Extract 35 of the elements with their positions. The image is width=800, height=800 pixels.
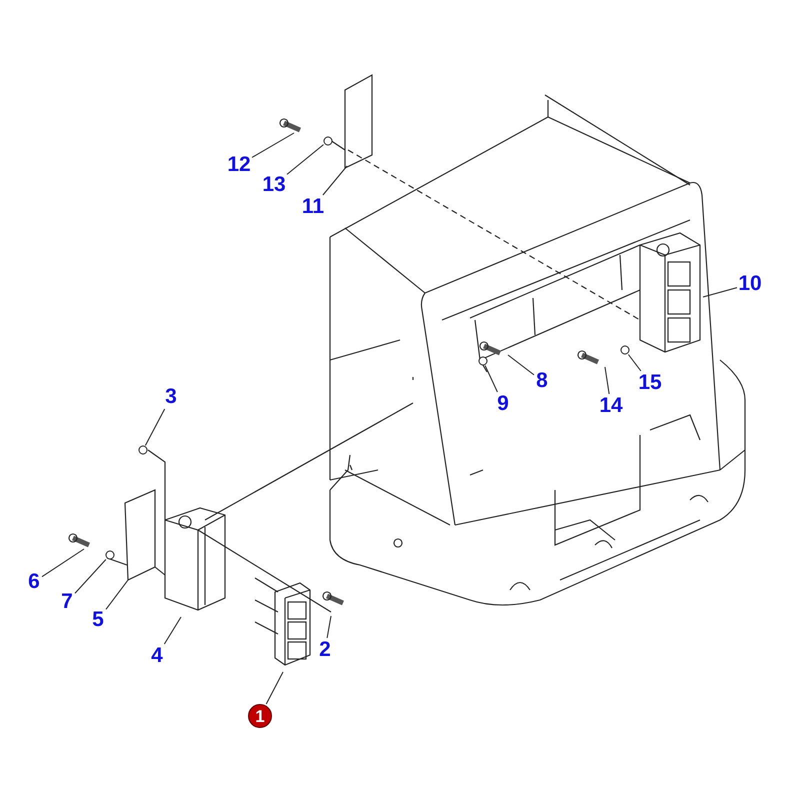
washer <box>478 356 488 366</box>
leader-line <box>106 580 128 610</box>
leader-line <box>628 354 642 372</box>
callout-number: 8 <box>534 369 550 393</box>
leader-line <box>702 287 738 298</box>
leader-line <box>144 408 166 446</box>
callout-number: 7 <box>59 590 75 614</box>
leader-line <box>322 166 348 196</box>
leader-line <box>286 144 324 175</box>
callout-number: 4 <box>149 644 165 668</box>
callout-number: 3 <box>163 385 179 409</box>
callout-number: 5 <box>90 608 106 632</box>
leader-line <box>484 365 498 392</box>
callout-number: 6 <box>26 570 42 594</box>
washer <box>324 136 332 146</box>
callout-number: 12 <box>225 153 253 177</box>
callout-number: 15 <box>636 371 664 395</box>
leader-line <box>326 616 332 638</box>
leader-line <box>164 616 182 644</box>
washer <box>138 446 148 454</box>
callout-number: 1 <box>248 704 272 728</box>
leader-line <box>508 354 534 376</box>
callout-number: 9 <box>495 392 511 416</box>
callout-number: 14 <box>597 394 625 418</box>
washer <box>106 550 114 560</box>
leader-line <box>42 548 84 578</box>
leader-line <box>252 132 294 158</box>
callout-number: 13 <box>260 173 288 197</box>
leader-line <box>266 672 284 704</box>
leader-line <box>604 366 610 394</box>
callout-number: 2 <box>317 638 333 662</box>
leader-line <box>74 559 106 594</box>
washer <box>620 346 630 354</box>
callout-number: 10 <box>736 272 764 296</box>
callout-number: 11 <box>300 195 326 219</box>
